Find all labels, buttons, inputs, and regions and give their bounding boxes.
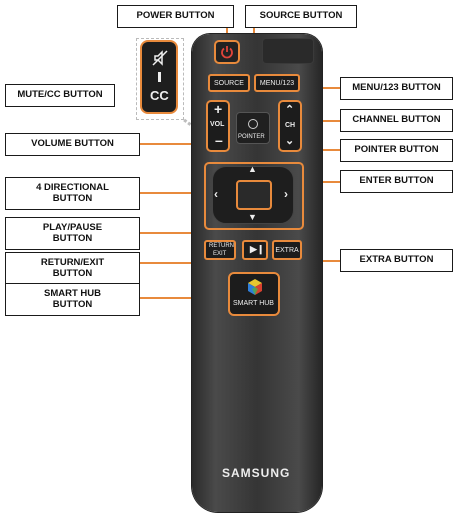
dpad-down-icon[interactable]: ▼ bbox=[248, 212, 257, 222]
label-pointer: POINTER BUTTON bbox=[340, 139, 453, 162]
label-volume: VOLUME BUTTON bbox=[5, 133, 140, 156]
enter-button[interactable] bbox=[236, 180, 272, 210]
connector-smarthub bbox=[140, 297, 228, 299]
smart-hub-icon bbox=[248, 279, 262, 295]
label-playpause-line2: BUTTON bbox=[52, 232, 93, 244]
mute-cc-closeup: CC bbox=[140, 40, 178, 114]
connector-directional bbox=[140, 192, 204, 194]
volume-rocker[interactable]: + VOL – bbox=[206, 100, 230, 152]
power-button[interactable] bbox=[214, 40, 240, 64]
label-enter: ENTER BUTTON bbox=[340, 170, 453, 193]
vol-minus[interactable]: – bbox=[215, 132, 223, 148]
label-power: POWER BUTTON bbox=[117, 5, 234, 28]
vol-label: VOL bbox=[210, 121, 225, 128]
label-directional-line2: BUTTON bbox=[52, 192, 93, 204]
label-directional: 4 DIRECTIONAL BUTTON bbox=[5, 177, 140, 210]
label-playpause-line1: PLAY/PAUSE bbox=[42, 222, 103, 234]
exit-label: EXIT bbox=[213, 251, 227, 257]
pointer-label: POINTER bbox=[238, 134, 265, 140]
label-mute-cc: MUTE/CC BUTTON bbox=[5, 84, 115, 107]
mute-icon bbox=[152, 50, 168, 66]
remote-body: SOURCE MENU/123 + VOL – POINTER ⌃ CH ⌄ ▲… bbox=[192, 34, 322, 512]
label-extra: EXTRA BUTTON bbox=[340, 249, 453, 272]
mute-cc-divider bbox=[158, 72, 161, 82]
menu123-button[interactable]: MENU/123 bbox=[254, 74, 300, 92]
ir-window bbox=[262, 38, 314, 64]
ch-up-icon[interactable]: ⌃ bbox=[285, 104, 295, 116]
dpad-right-icon[interactable]: › bbox=[284, 187, 288, 201]
dpad-up-icon[interactable]: ▲ bbox=[248, 164, 257, 174]
label-playpause: PLAY/PAUSE BUTTON bbox=[5, 217, 140, 250]
label-return-line1: RETURN/EXIT bbox=[40, 257, 105, 269]
connector-channel bbox=[304, 120, 340, 122]
extra-button[interactable]: EXTRA bbox=[272, 240, 302, 260]
ch-down-icon[interactable]: ⌄ bbox=[285, 135, 295, 147]
smart-hub-button[interactable]: SMART HUB bbox=[228, 272, 280, 316]
dpad-frame bbox=[204, 162, 304, 230]
dpad-left-icon[interactable]: ‹ bbox=[214, 187, 218, 201]
label-source: SOURCE BUTTON bbox=[245, 5, 357, 28]
label-return-line2: BUTTON bbox=[52, 267, 93, 279]
label-menu123: MENU/123 BUTTON bbox=[340, 77, 453, 100]
smart-hub-label: SMART HUB bbox=[233, 300, 274, 307]
pointer-button[interactable]: POINTER bbox=[236, 112, 270, 144]
label-smarthub-line2: BUTTON bbox=[52, 298, 93, 310]
vol-plus[interactable]: + bbox=[214, 101, 223, 117]
ch-label: CH bbox=[285, 122, 296, 129]
label-smarthub-line1: SMART HUB bbox=[44, 288, 101, 300]
play-pause-button[interactable]: ▶❙ bbox=[242, 240, 268, 260]
channel-rocker[interactable]: ⌃ CH ⌄ bbox=[278, 100, 302, 152]
label-channel: CHANNEL BUTTON bbox=[340, 109, 453, 132]
pointer-dot bbox=[248, 119, 258, 129]
cc-label: CC bbox=[150, 88, 169, 103]
source-button[interactable]: SOURCE bbox=[208, 74, 250, 92]
label-return: RETURN/EXIT BUTTON bbox=[5, 252, 140, 285]
label-directional-line1: 4 DIRECTIONAL bbox=[36, 182, 109, 194]
connector-volume bbox=[140, 143, 206, 145]
samsung-logo: SAMSUNG bbox=[222, 466, 291, 480]
power-icon bbox=[221, 46, 233, 59]
connector-return bbox=[140, 262, 204, 264]
play-pause-icon: ▶❙ bbox=[250, 244, 265, 254]
dpad-ring bbox=[212, 166, 294, 224]
return-label: RETURN bbox=[209, 243, 234, 249]
label-smarthub: SMART HUB BUTTON bbox=[5, 283, 140, 316]
return-exit-button[interactable]: RETURN EXIT bbox=[204, 240, 236, 260]
